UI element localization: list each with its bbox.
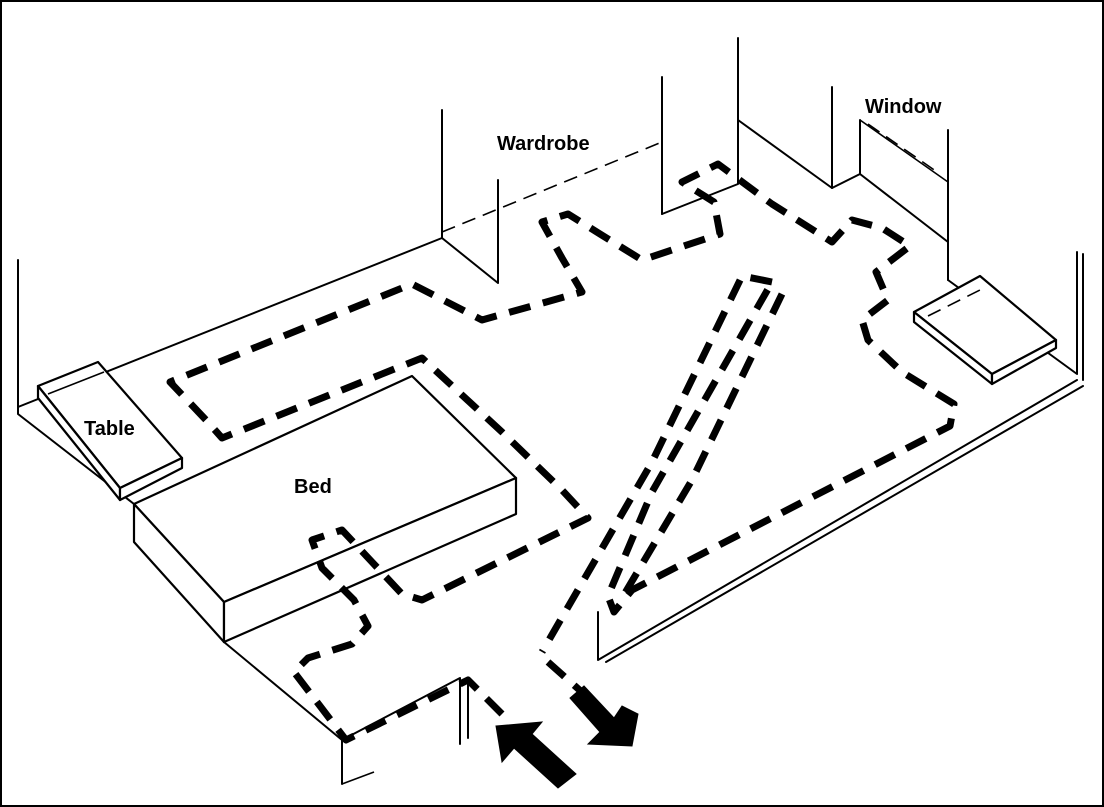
walking-route (166, 160, 958, 744)
arrow-up-left-icon (495, 721, 577, 789)
bed-label: Bed (294, 476, 332, 498)
bed (132, 374, 518, 644)
arrow-down-right-icon (569, 685, 639, 747)
table-label: Table (84, 418, 135, 440)
table-right (912, 274, 1058, 386)
wardrobe-label: Wardrobe (497, 133, 590, 155)
window-label: Window (865, 96, 942, 118)
table-left (36, 360, 184, 502)
